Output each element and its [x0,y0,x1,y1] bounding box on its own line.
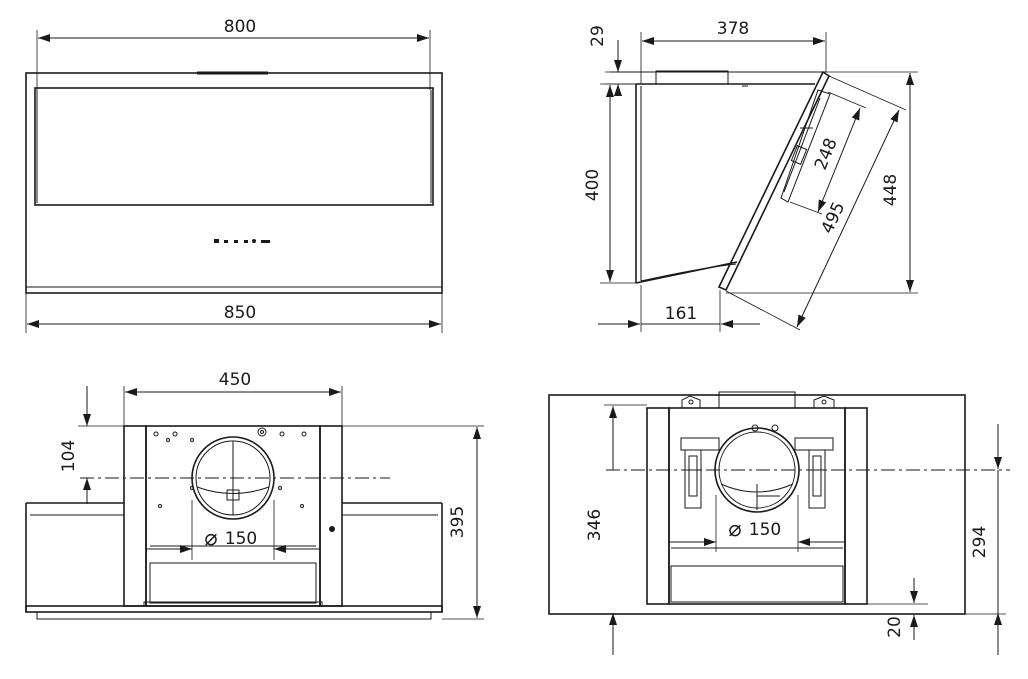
front-view: 800 850 [25,17,443,333]
dimension-side-overall-height: 448 [726,71,918,294]
dimension-rear-right-bottom: 20 [867,578,928,640]
dimension-label: 495 [818,199,850,237]
rear-left-bolt-holes [153,427,335,532]
rear-left-hood-body [25,425,443,620]
rear-right-hood-body [548,391,966,615]
side-glass-panel [717,70,831,292]
dimension-rear-right-diameter: ⌀ 150 [669,495,845,552]
dimension-label: 395 [448,506,468,538]
side-view: 29 378 400 248 495 [583,19,918,332]
dimension-label: 800 [224,17,256,37]
dimension-side-panel-short: 248 [789,91,867,215]
dimension-label: 29 [588,25,608,47]
dimension-label: 104 [59,440,79,472]
front-hood-body [25,71,443,294]
dimension-label: 346 [585,509,605,541]
dimension-label: 448 [881,174,901,206]
dimension-front-bottom-width: 850 [25,293,443,333]
dimension-label: 294 [970,526,990,558]
rear-view-left: 450 104 395 ⌀ 150 [25,370,484,620]
dimension-label: 450 [219,370,251,390]
dimension-rear-right-center-height: 294 [965,424,1006,655]
dimension-rear-left-diameter: ⌀ 150 [146,500,320,560]
dimension-label: 248 [811,135,842,173]
dimension-side-panel-long: 495 [725,75,907,331]
side-hood-body [610,70,826,284]
rear-right-brackets [680,424,834,509]
dimension-side-top-depth: 378 [640,19,827,84]
dimension-label: 150 [749,520,781,540]
dimension-rear-right-height: 346 [585,404,649,655]
dimension-label: 850 [224,303,256,323]
dimension-rear-left-height: 395 [342,425,484,620]
dimension-label: 20 [885,616,905,638]
dimension-rear-left-width: 450 [123,370,343,426]
dimension-rear-left-offset: 104 [59,386,124,504]
rear-view-right: 346 294 20 ⌀ 150 [548,391,1010,655]
front-control-buttons [214,239,270,243]
dimension-label: 378 [717,19,749,39]
dimension-label: 161 [665,304,697,324]
dimension-side-top-gap: 29 [588,25,640,96]
diameter-symbol: ⌀ [728,517,741,542]
diameter-symbol: ⌀ [204,526,217,551]
dimension-side-bottom-depth: 161 [598,285,760,332]
dimension-side-height: 400 [583,83,636,284]
dimension-label: 400 [583,169,603,201]
dimension-front-top-width: 800 [36,17,431,90]
dimension-label: 150 [225,529,257,549]
